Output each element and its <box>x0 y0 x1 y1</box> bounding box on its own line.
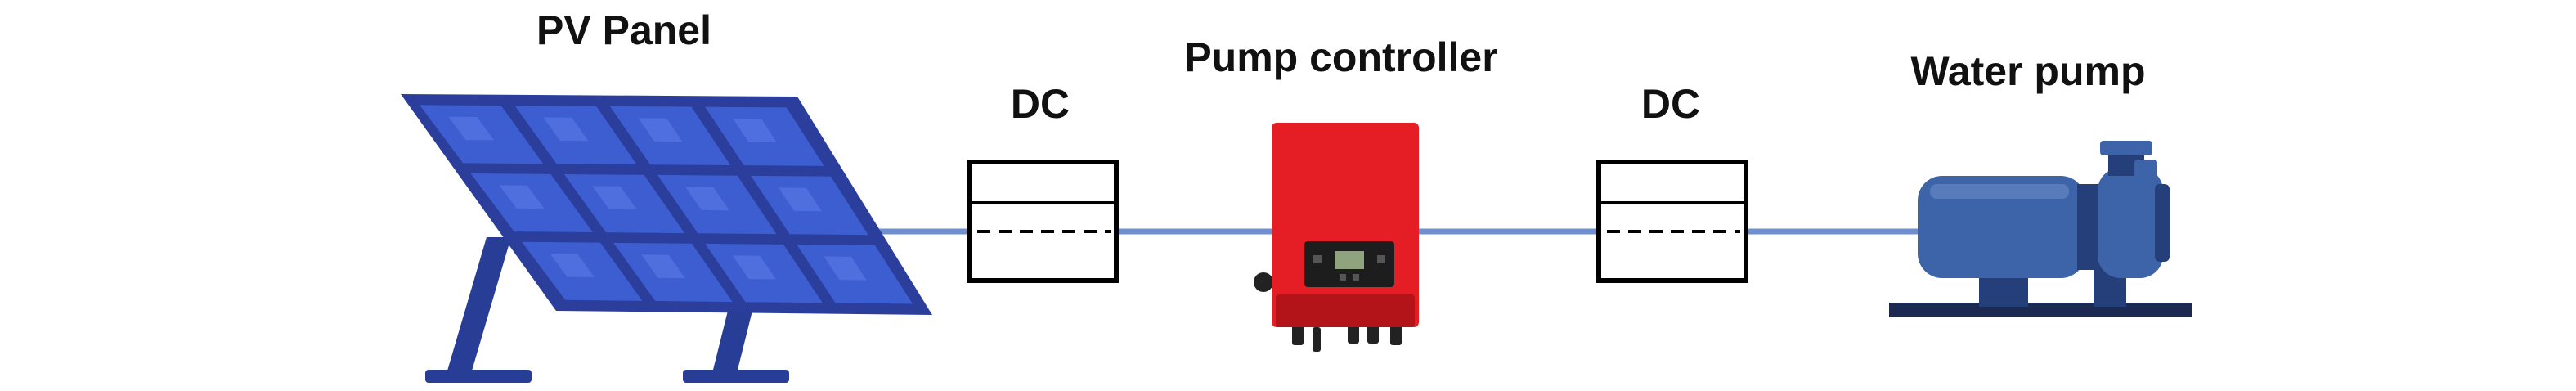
panel-cells <box>420 105 913 304</box>
pump-controller-icon <box>1254 123 1419 352</box>
dc-box-right-frame <box>1596 160 1748 283</box>
dc-box-left-frame <box>967 160 1119 283</box>
panel-cell-highlight <box>499 185 545 209</box>
solar-panel-icon <box>401 94 932 383</box>
pump-casing <box>2098 168 2163 278</box>
controller-gland-2 <box>1313 327 1321 352</box>
dc-left-label: DC <box>1010 81 1070 127</box>
controller-gland-5 <box>1390 324 1402 345</box>
panel-cell-highlight <box>638 118 683 142</box>
controller-gland-1 <box>1292 324 1304 345</box>
dc-box-left <box>967 160 1119 283</box>
panel-cell-highlight <box>685 187 729 211</box>
controller-button-2 <box>1353 274 1359 281</box>
controller-gland-4 <box>1367 324 1379 344</box>
pump-controller-label: Pump controller <box>1184 34 1498 80</box>
water-pump-icon <box>1889 141 2192 317</box>
panel-cell-highlight <box>448 116 495 141</box>
panel-foot-right <box>683 370 789 383</box>
panel-cell-highlight <box>550 254 595 277</box>
controller-button-left <box>1313 255 1322 263</box>
controller-display-screen <box>1335 251 1364 269</box>
panel-cell-highlight <box>733 119 777 142</box>
pump-motor-highlight <box>1930 184 2069 199</box>
controller-button-1 <box>1340 274 1346 281</box>
panel-cell-highlight <box>824 256 867 281</box>
pv-panel-label: PV Panel <box>536 7 711 53</box>
dc-box-right <box>1596 160 1748 283</box>
panel-cell-highlight <box>641 254 685 279</box>
panel-cell-highlight <box>592 186 637 210</box>
panel-leg-right <box>711 294 756 376</box>
pump-outlet-side <box>2134 160 2157 179</box>
pump-base <box>1889 303 2192 317</box>
panel-cell-highlight <box>778 187 822 212</box>
pump-outlet-flange <box>2100 141 2152 155</box>
controller-button-right <box>1377 255 1385 263</box>
controller-gland-3 <box>1348 324 1359 344</box>
panel-foot-left <box>425 370 532 383</box>
panel-cell-highlight <box>543 117 589 142</box>
panel-cell-highlight <box>732 255 776 280</box>
pump-casing-flange <box>2155 184 2170 262</box>
dc-right-label: DC <box>1640 81 1701 127</box>
controller-mount-knob <box>1254 272 1273 292</box>
pump-motor <box>1918 176 2085 278</box>
water-pump-label: Water pump <box>1910 48 2146 94</box>
panel-leg-left <box>446 237 511 376</box>
controller-bottom-lip <box>1276 294 1415 327</box>
